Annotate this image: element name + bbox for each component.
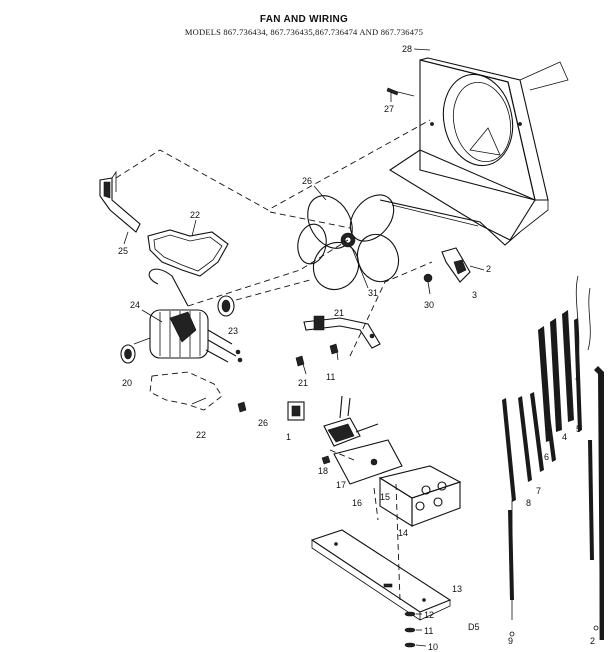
- clip-26: [237, 401, 247, 413]
- callout-22-top: 22: [190, 210, 200, 220]
- callout-12: 12: [424, 610, 434, 620]
- callout-2: 2: [486, 264, 491, 274]
- callout-23: 23: [228, 326, 238, 336]
- callout-30: 30: [424, 300, 434, 310]
- fan-blade: [297, 194, 400, 291]
- callout-20: 20: [122, 378, 132, 388]
- callout-21-screw: 21: [298, 378, 308, 388]
- callout-1: 1: [286, 432, 291, 442]
- callout-6: 6: [544, 452, 549, 462]
- junction-box-14: [378, 465, 462, 527]
- callout-13: 13: [452, 584, 462, 594]
- page-code: D5: [468, 622, 480, 632]
- gasket-22-top: [147, 229, 229, 277]
- screw-21-11: [295, 343, 339, 375]
- hardware-stack: [404, 611, 416, 648]
- callout-24: 24: [130, 300, 140, 310]
- callout-18: 18: [318, 466, 328, 476]
- fan-motor-24: [133, 268, 243, 363]
- callout-27: 27: [384, 104, 394, 114]
- gasket-22-bottom: [149, 371, 223, 411]
- fan-shroud-panel: [379, 57, 569, 246]
- diagram-subtitle: MODELS 867.736434, 867.736435,867.736474…: [184, 27, 424, 37]
- grommet-23: [217, 295, 235, 317]
- callout-11-screw: 11: [326, 372, 335, 382]
- callout-5: 5: [576, 424, 581, 434]
- grommet-20: [120, 344, 136, 364]
- mounting-strap-21: [303, 315, 381, 349]
- bracket-clip-2-3: [441, 247, 471, 283]
- callout-11-stack: 11: [424, 626, 433, 636]
- wire-harness-group: [502, 275, 604, 640]
- motor-bracket-25: [99, 170, 141, 233]
- switch-18: [323, 395, 379, 447]
- callout-4: 4: [562, 432, 567, 442]
- screw-17: [321, 455, 331, 465]
- screw-27: [386, 87, 415, 97]
- assembly-guide-lines: [115, 119, 433, 601]
- callout-labels: 28 27 26 25 22 31 2 3 30 24 23 20 21 21 …: [118, 44, 595, 652]
- screw-30: [423, 273, 433, 295]
- callout-26: 26: [302, 176, 312, 186]
- callout-21-strap: 21: [334, 308, 344, 318]
- callout-10: 10: [428, 642, 438, 652]
- callout-22-bottom: 22: [196, 430, 206, 440]
- callout-16: 16: [352, 498, 362, 508]
- callout-15: 15: [380, 492, 390, 502]
- callout-14: 14: [398, 528, 408, 538]
- callout-2-harness: 2: [590, 636, 595, 646]
- base-plate-13: [310, 529, 452, 621]
- callout-7: 7: [536, 486, 541, 496]
- callout-3: 3: [472, 290, 477, 300]
- callout-25: 25: [118, 246, 128, 256]
- callout-8: 8: [526, 498, 531, 508]
- callout-31: 31: [368, 288, 378, 298]
- capacitor-clamp-1: [287, 401, 305, 421]
- control-plate-16: [333, 439, 403, 485]
- callout-9: 9: [508, 636, 513, 646]
- callout-28: 28: [402, 44, 412, 54]
- diagram-title: FAN AND WIRING: [259, 14, 349, 25]
- callout-26-clip: 26: [258, 418, 268, 428]
- callout-17: 17: [336, 480, 346, 490]
